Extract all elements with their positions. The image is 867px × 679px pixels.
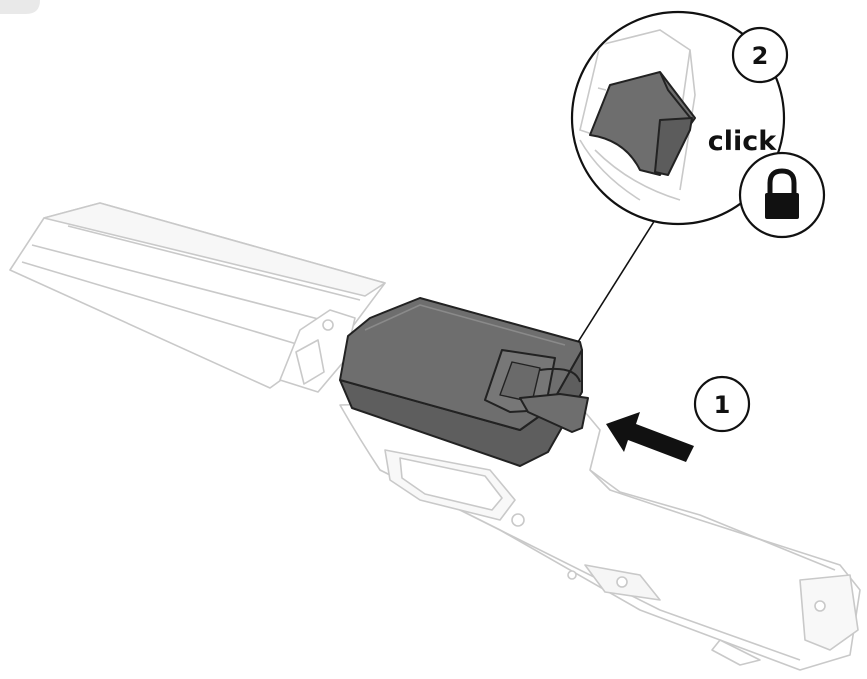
lock-badge bbox=[738, 151, 826, 239]
handle-top-edge bbox=[589, 469, 836, 571]
zoom-latch-tab bbox=[654, 117, 693, 176]
step-1-number: 1 bbox=[714, 391, 731, 419]
tool-body bbox=[9, 202, 861, 671]
handle-end-cap bbox=[799, 574, 859, 651]
grip-window-inner bbox=[399, 457, 503, 511]
rail-groove-2 bbox=[21, 261, 301, 346]
step-2-badge bbox=[731, 26, 789, 84]
insert-arrow-icon bbox=[606, 412, 694, 462]
zoom-small-mark bbox=[597, 87, 607, 91]
lock-icon bbox=[765, 168, 799, 219]
handle-body bbox=[339, 399, 861, 671]
rail-top-face bbox=[43, 202, 386, 297]
step-2-number: 2 bbox=[752, 42, 769, 70]
handle-foot bbox=[567, 570, 577, 580]
corner-tab bbox=[0, 0, 40, 14]
zoom-lower-curve-2 bbox=[594, 149, 681, 201]
handle-slot-hole bbox=[616, 576, 628, 588]
rail-groove-3 bbox=[67, 225, 361, 301]
handle-stud bbox=[511, 513, 525, 527]
battery-pack bbox=[339, 297, 589, 467]
clamp-hole bbox=[322, 319, 334, 331]
battery-latch-tab bbox=[519, 393, 589, 433]
handle-end-hole bbox=[814, 600, 826, 612]
click-label: click bbox=[708, 126, 778, 157]
callout-leader-line bbox=[577, 211, 661, 343]
zoom-housing-edge bbox=[679, 49, 696, 191]
handle-bottom-ridge bbox=[711, 639, 761, 666]
clamp-detail bbox=[295, 339, 325, 385]
battery-latch-curve bbox=[539, 367, 581, 383]
battery-top-highlight bbox=[364, 304, 566, 346]
zoom-callout: 2 click bbox=[570, 10, 789, 226]
zoom-lower-curve bbox=[579, 139, 641, 201]
step-1-badge bbox=[693, 375, 751, 433]
rail-groove-1 bbox=[31, 244, 331, 323]
